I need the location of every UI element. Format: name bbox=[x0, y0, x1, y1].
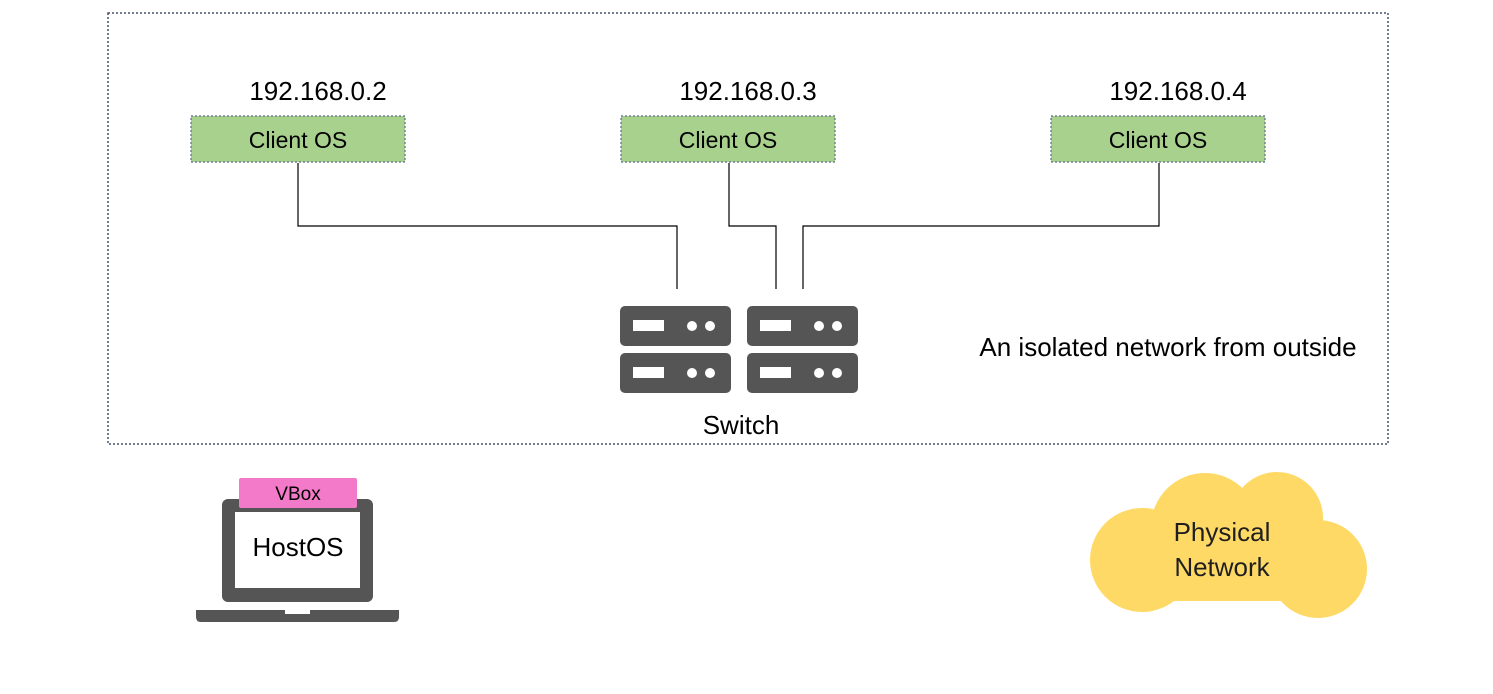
switch-label: Switch bbox=[703, 410, 780, 440]
server-unit bbox=[747, 353, 858, 393]
server-unit bbox=[747, 306, 858, 346]
client-node-1: 192.168.0.2 Client OS bbox=[190, 76, 406, 163]
client-ip-2: 192.168.0.3 bbox=[679, 76, 816, 106]
client-node-2: 192.168.0.3 Client OS bbox=[620, 76, 836, 163]
client-ip-1: 192.168.0.2 bbox=[249, 76, 386, 106]
client-label-2: Client OS bbox=[679, 127, 777, 153]
client-label-3: Client OS bbox=[1109, 127, 1207, 153]
client-box-1 bbox=[190, 115, 406, 163]
client-box-3 bbox=[1050, 115, 1266, 163]
client-label-1: Client OS bbox=[249, 127, 347, 153]
connection-lines bbox=[297, 163, 1160, 289]
link-client-3-switch bbox=[802, 163, 1160, 289]
laptop-icon bbox=[196, 499, 399, 622]
vbox-label: VBox bbox=[275, 484, 321, 505]
client-ip-3: 192.168.0.4 bbox=[1109, 76, 1246, 106]
link-client-1-switch bbox=[297, 163, 678, 289]
switch-icon bbox=[620, 306, 858, 393]
link-client-2-switch bbox=[728, 163, 777, 289]
server-unit bbox=[620, 353, 731, 393]
isolated-network-caption: An isolated network from outside bbox=[979, 332, 1356, 362]
cloud-icon bbox=[1090, 472, 1367, 618]
physical-network-label-line2: Network bbox=[1174, 552, 1270, 582]
vbox-badge bbox=[239, 478, 357, 508]
client-node-3: 192.168.0.4 Client OS bbox=[1050, 76, 1266, 163]
physical-network-label-line1: Physical bbox=[1174, 517, 1271, 547]
isolated-network-boundary bbox=[107, 12, 1389, 445]
host-os-label: HostOS bbox=[252, 532, 343, 562]
client-box-2 bbox=[620, 115, 836, 163]
server-unit bbox=[620, 306, 731, 346]
